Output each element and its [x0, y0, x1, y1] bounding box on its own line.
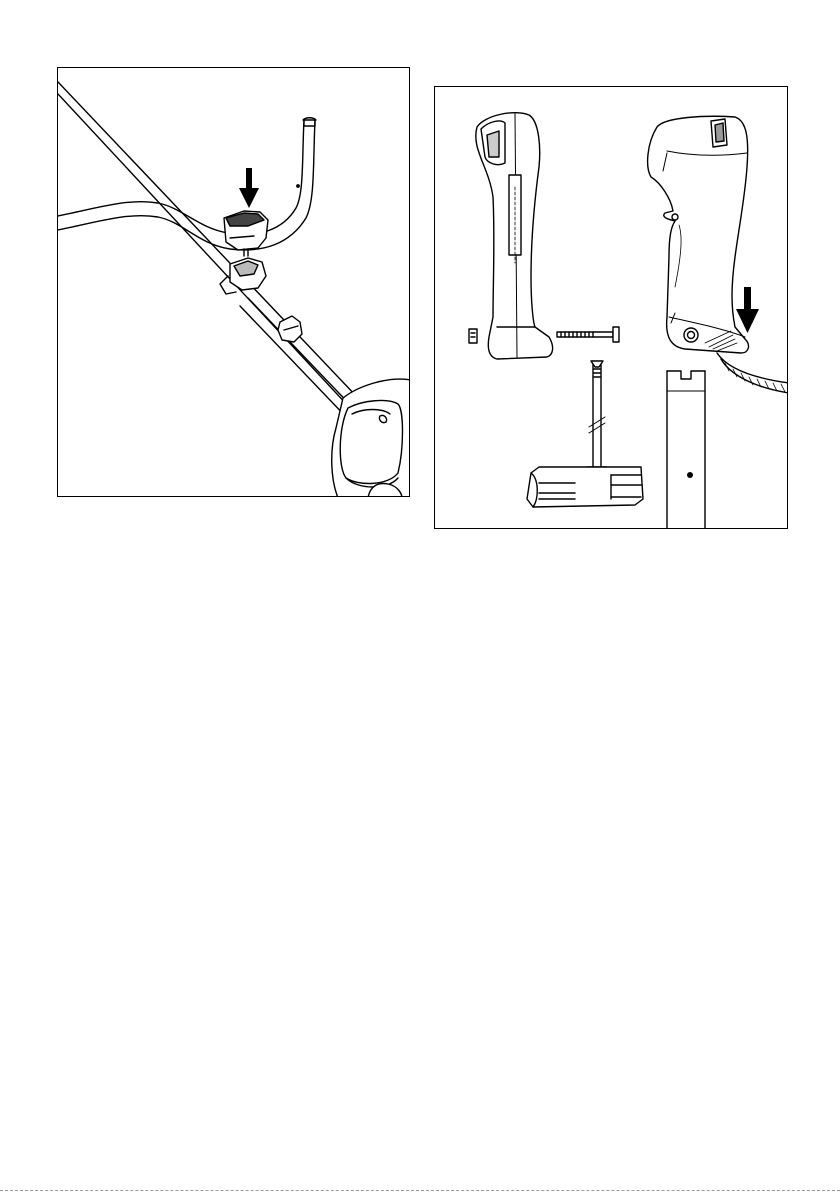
handle-assembly-illustration — [435, 87, 788, 529]
combination-spanner-icon — [527, 361, 643, 507]
figure-handle-assembly — [434, 86, 788, 529]
shaft-bottom-line — [58, 94, 350, 408]
nut-icon — [469, 329, 477, 343]
handlebar-bottom-edge — [58, 120, 315, 250]
handlebar-top-edge — [58, 120, 304, 234]
arrow-down-icon — [239, 168, 259, 208]
handlebar-mount-illustration — [58, 68, 410, 497]
handle-right-outline — [648, 116, 749, 353]
page-bottom-rule — [0, 1190, 840, 1191]
screw-icon — [557, 327, 619, 342]
figure-handlebar-mount — [57, 67, 410, 497]
flat-spanner-icon — [667, 371, 705, 529]
shaft-top-line — [58, 82, 358, 398]
arrow-down-icon — [736, 287, 759, 333]
